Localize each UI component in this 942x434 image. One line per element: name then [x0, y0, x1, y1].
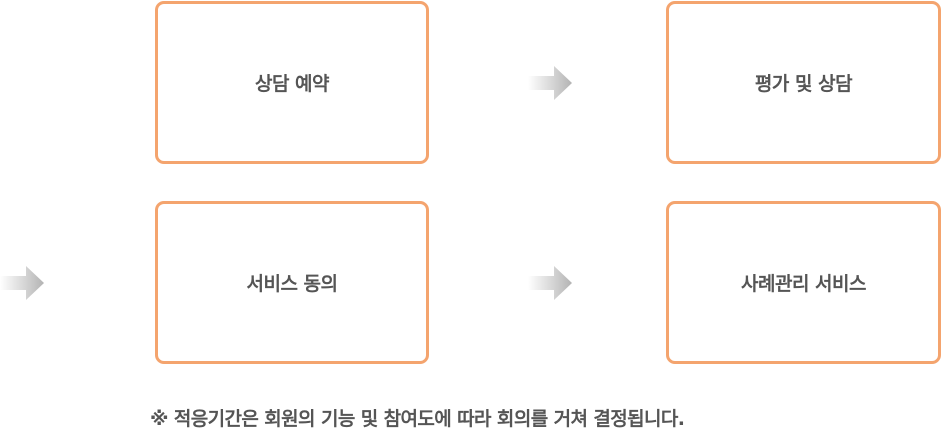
step-box-service-consent: 서비스 동의 [155, 201, 429, 364]
step-label-service-consent: 서비스 동의 [246, 273, 338, 295]
step-label-consultation-booking: 상담 예약 [254, 73, 330, 95]
step-label-case-management: 사례관리 서비스 [741, 273, 866, 295]
step-box-case-management: 사례관리 서비스 [666, 201, 941, 364]
step-label-assessment-consultation: 평가 및 상담 [754, 73, 853, 95]
footnote-text: ※ 적응기간은 회원의 기능 및 참여도에 따라 회의를 거쳐 결정됩니다. [150, 408, 685, 430]
step-box-assessment-consultation: 평가 및 상담 [666, 1, 941, 164]
arrow-right-icon [528, 266, 574, 300]
arrow-right-icon [528, 66, 574, 100]
arrow-right-icon [0, 266, 46, 300]
step-box-consultation-booking: 상담 예약 [155, 1, 429, 164]
